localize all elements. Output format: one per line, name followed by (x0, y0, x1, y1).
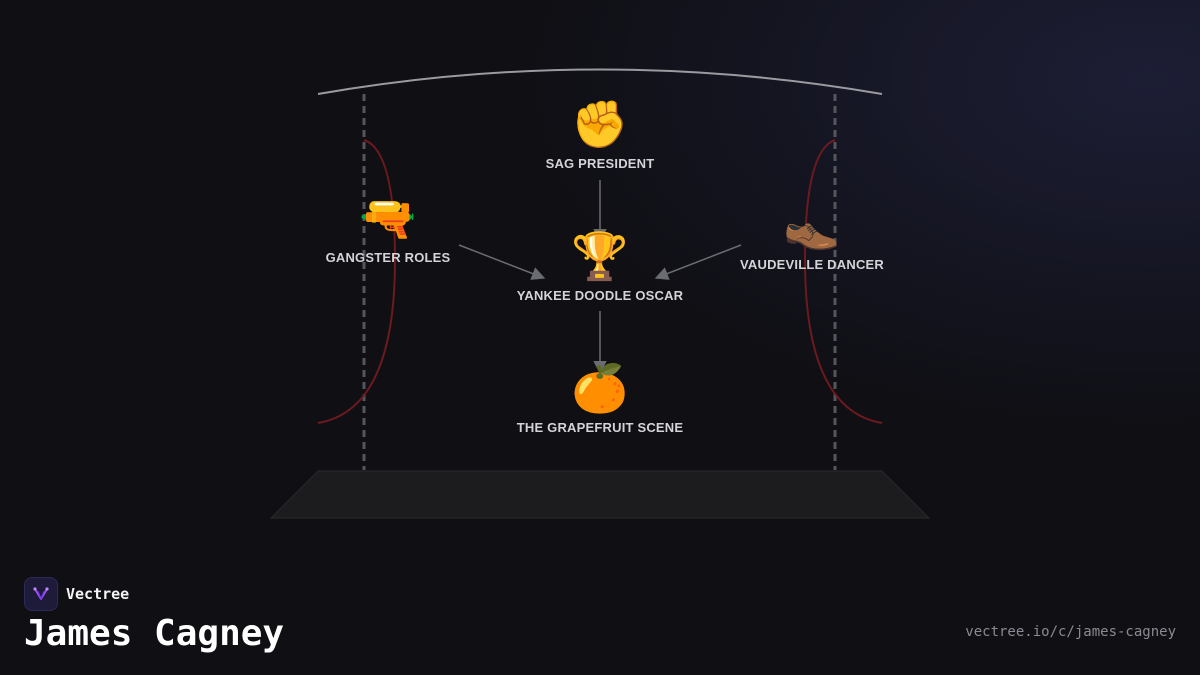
node-label: YANKEE DOODLE OSCAR (516, 288, 684, 303)
node-gangster-roles[interactable]: 🔫 GANGSTER ROLES (278, 190, 498, 265)
brand[interactable]: Vectree (24, 577, 129, 611)
page-url[interactable]: vectree.io/c/james-cagney (965, 624, 1176, 640)
raised-fist-icon: ✊ (571, 97, 629, 151)
node-label: GANGSTER ROLES (325, 250, 451, 265)
trophy-icon: 🏆 (571, 229, 629, 283)
node-the-grapefruit-scene[interactable]: 🍊 THE GRAPEFRUIT SCENE (490, 360, 710, 435)
node-label: VAUDEVILLE DANCER (739, 257, 884, 272)
node-yankee-doodle-oscar[interactable]: 🏆 YANKEE DOODLE OSCAR (490, 228, 710, 303)
node-label: SAG PRESIDENT (545, 156, 655, 171)
citrus-fruit-icon: 🍊 (571, 361, 629, 415)
curtain-left (317, 139, 397, 424)
edge-gangster-to-oscar (458, 244, 546, 280)
page-title: James Cagney (24, 613, 285, 654)
edge-vaudeville-to-oscar (654, 244, 742, 280)
stage-arch (317, 68, 883, 95)
curtain-right (803, 139, 883, 424)
dance-shoe-icon: 👞 (783, 198, 841, 252)
node-sag-president[interactable]: ✊ SAG PRESIDENT (490, 96, 710, 171)
brand-name: Vectree (66, 585, 130, 603)
node-vaudeville-dancer[interactable]: 👞 VAUDEVILLE DANCER (702, 197, 922, 272)
vectree-logo-icon (24, 577, 58, 611)
stage-floor (269, 470, 931, 519)
water-pistol-icon: 🔫 (359, 191, 417, 245)
node-label: THE GRAPEFRUIT SCENE (516, 420, 684, 435)
